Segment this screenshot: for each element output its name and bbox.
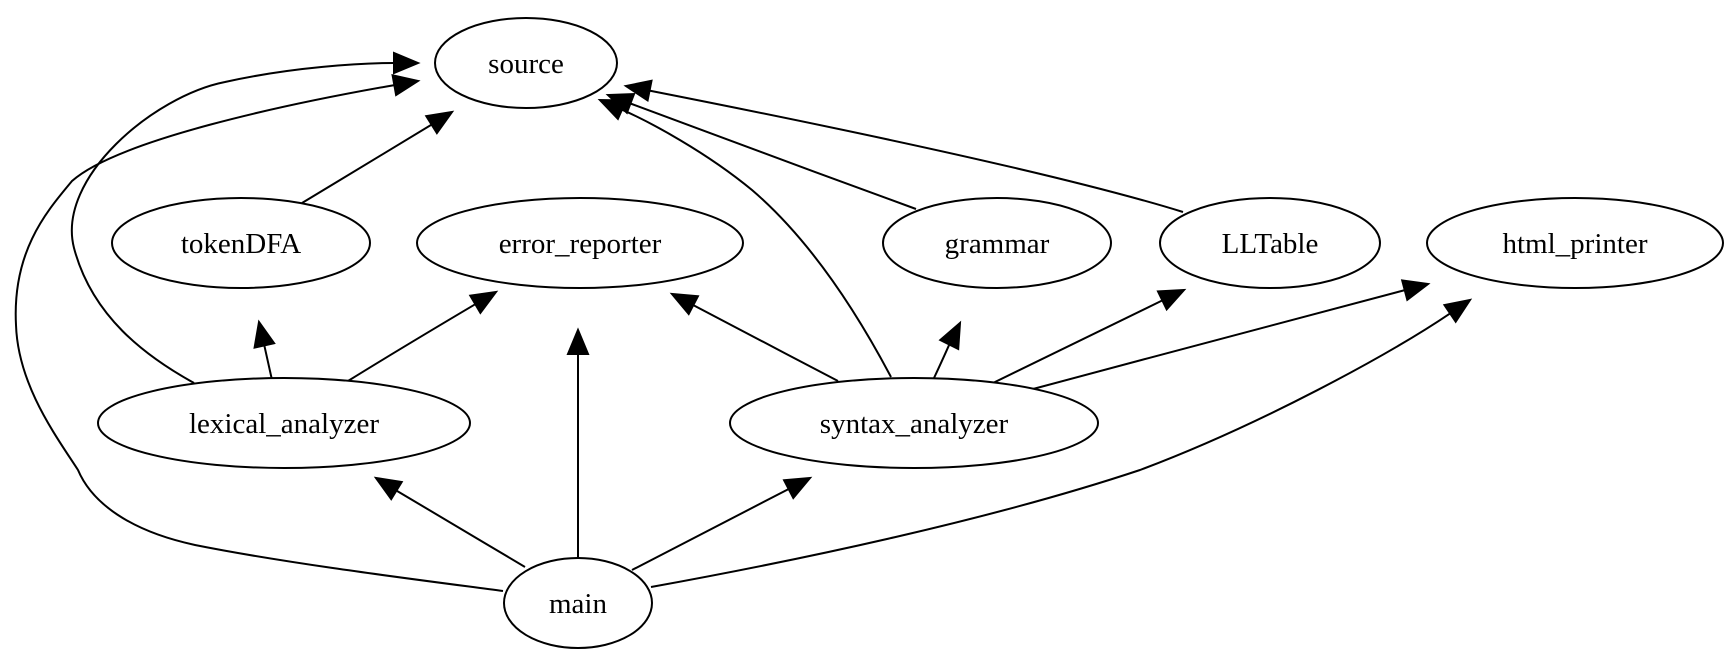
node-label: tokenDFA <box>181 228 301 260</box>
arrowhead-icon <box>938 320 962 351</box>
node-ellipse <box>882 197 1112 289</box>
edge-syntax_analyzer-to-grammar <box>933 320 962 379</box>
arrowhead-icon <box>393 51 421 75</box>
node-error_reporter: error_reporter <box>416 197 744 289</box>
node-label: grammar <box>945 228 1050 260</box>
arrowhead-icon <box>1400 279 1431 302</box>
edge-lexical_analyzer-to-error_reporter <box>347 290 499 382</box>
edge-tokenDFA-to-source <box>301 110 455 204</box>
edge-line <box>395 489 526 568</box>
node-label: html_printer <box>1503 228 1648 260</box>
node-ellipse <box>503 557 653 649</box>
edge-syntax_analyzer-to-error_reporter <box>669 292 839 382</box>
node-grammar: grammar <box>882 197 1112 289</box>
arrowhead-icon <box>623 79 653 103</box>
edge-line <box>630 102 917 210</box>
edge-lexical_analyzer-to-source <box>70 51 421 384</box>
edge-main-to-source <box>14 73 504 592</box>
edges-layer <box>14 51 1473 592</box>
edge-main-to-lexical_analyzer <box>373 476 526 568</box>
arrowhead-icon <box>468 290 499 315</box>
edge-line <box>992 299 1163 384</box>
arrowhead-icon <box>1156 288 1187 312</box>
node-lexical_analyzer: lexical_analyzer <box>97 377 471 469</box>
edge-lexical_analyzer-to-tokenDFA <box>253 319 276 381</box>
arrowhead-icon <box>424 110 455 135</box>
node-label: main <box>549 588 607 620</box>
node-ellipse <box>729 377 1099 469</box>
node-LLTable: LLTable <box>1159 197 1381 289</box>
edge-line <box>70 62 395 384</box>
arrowhead-icon <box>391 73 421 97</box>
node-ellipse <box>111 197 371 289</box>
edge-line <box>692 304 839 382</box>
node-label: error_reporter <box>499 228 662 260</box>
edge-line <box>347 303 476 382</box>
node-label: syntax_analyzer <box>820 408 1009 440</box>
edge-line <box>650 312 1451 588</box>
edge-syntax_analyzer-to-source <box>597 98 892 378</box>
edge-LLTable-to-source <box>623 79 1184 213</box>
edge-line <box>933 343 951 379</box>
node-tokenDFA: tokenDFA <box>111 197 371 289</box>
edge-line <box>301 123 433 204</box>
node-label: LLTable <box>1222 228 1319 260</box>
nodes-layer: source tokenDFA error_reporter grammar LLTab… <box>97 17 1724 649</box>
edge-main-to-syntax_analyzer <box>631 476 813 571</box>
node-main: main <box>503 557 653 649</box>
node-label: lexical_analyzer <box>189 408 379 440</box>
arrowhead-icon <box>373 476 404 501</box>
arrowhead-icon <box>597 98 628 121</box>
node-ellipse <box>1159 197 1381 289</box>
arrowhead-icon <box>669 292 700 316</box>
node-source: source <box>434 17 618 109</box>
edge-line <box>621 108 892 378</box>
edge-line <box>263 344 273 381</box>
edge-line <box>649 89 1184 213</box>
edge-main-to-error_reporter <box>566 327 590 557</box>
node-syntax_analyzer: syntax_analyzer <box>729 377 1099 469</box>
node-ellipse <box>97 377 471 469</box>
arrowhead-icon <box>253 319 276 349</box>
edge-line <box>14 84 504 592</box>
edge-grammar-to-source <box>605 93 917 210</box>
arrowhead-icon <box>782 476 813 500</box>
node-label: source <box>488 48 564 80</box>
edge-syntax_analyzer-to-html_printer <box>1032 279 1431 390</box>
arrowhead-icon <box>566 327 590 355</box>
edge-main-to-html_printer <box>650 298 1473 588</box>
node-ellipse <box>1426 197 1724 289</box>
node-ellipse <box>416 197 744 289</box>
node-html_printer: html_printer <box>1426 197 1724 289</box>
arrowhead-icon <box>1442 298 1473 324</box>
edge-syntax_analyzer-to-LLTable <box>992 288 1187 384</box>
node-ellipse <box>434 17 618 109</box>
edge-line <box>1032 289 1406 390</box>
edge-line <box>631 488 790 571</box>
